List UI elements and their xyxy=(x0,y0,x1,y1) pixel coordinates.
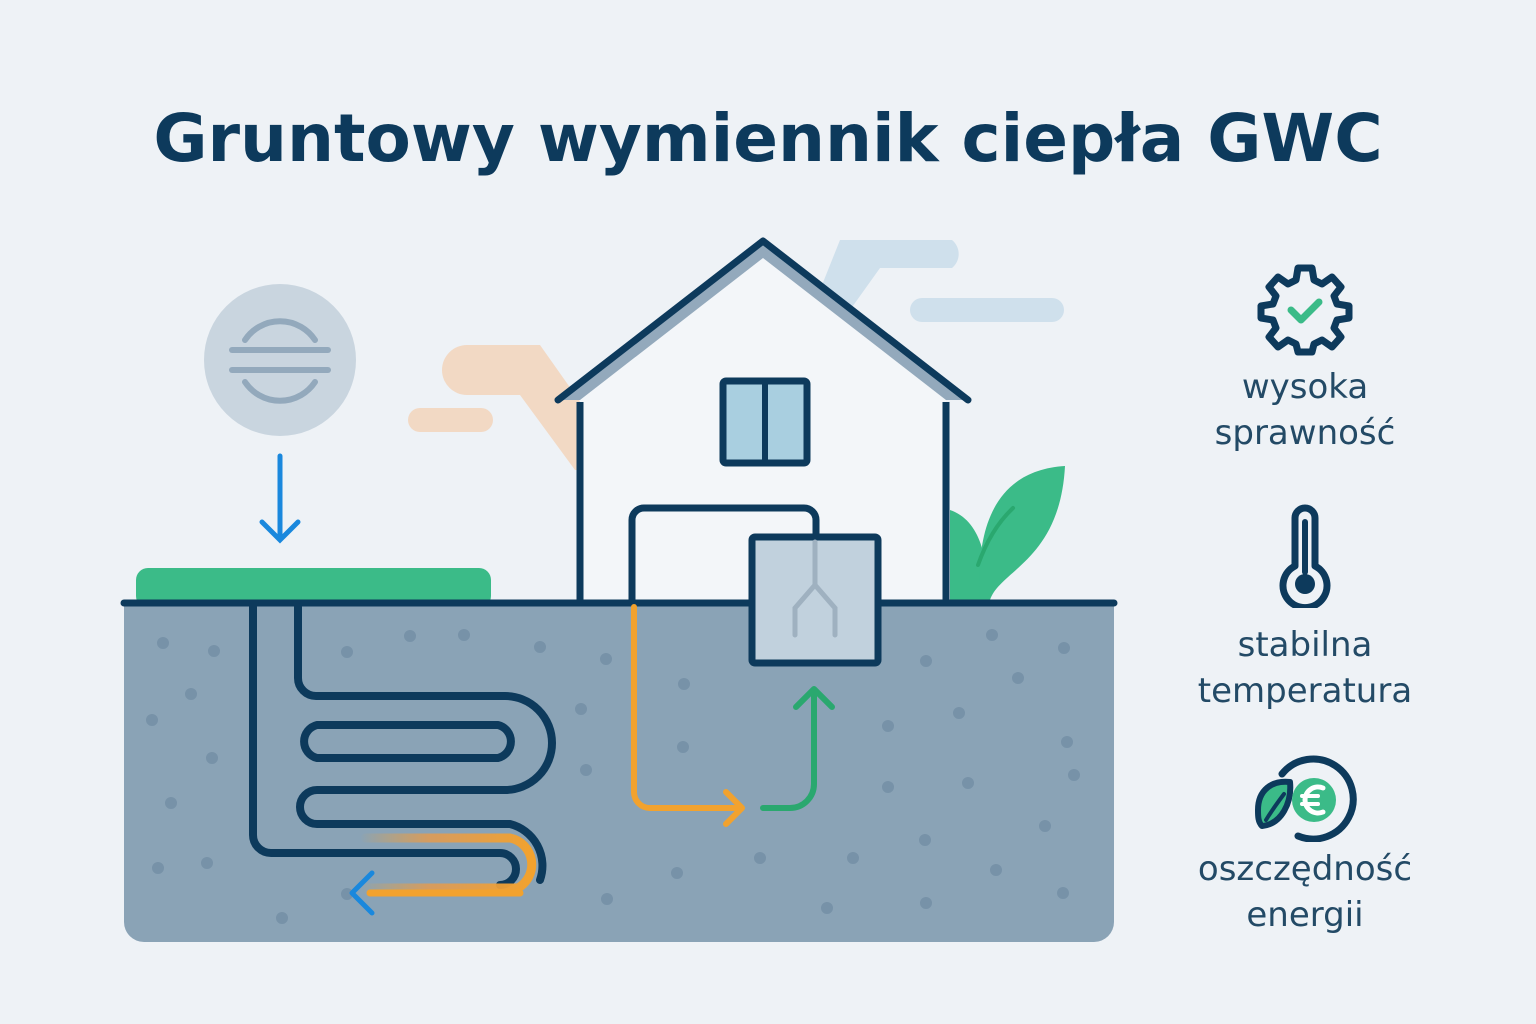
thermometer-icon xyxy=(1279,504,1331,608)
gear-check-icon xyxy=(1257,264,1353,356)
air-intake-icon xyxy=(204,284,356,436)
feature-label-line1: wysoka xyxy=(1241,367,1369,407)
feature-high-efficiency: wysoka sprawność xyxy=(1170,262,1440,456)
soil-block xyxy=(124,604,1114,942)
soil-dots xyxy=(146,629,1080,924)
feature-label-line2: sprawność xyxy=(1214,413,1396,453)
page-title: Gruntowy wymiennik ciepła GWC xyxy=(153,100,1383,177)
euro-leaf-icon xyxy=(1255,755,1357,842)
wind-streaks-right xyxy=(820,240,1064,322)
supply-arrow-icon xyxy=(760,687,817,811)
heated-arrow-icon xyxy=(631,604,743,811)
wind-streaks-left xyxy=(408,345,600,470)
feature-label-line1: oszczędność xyxy=(1197,849,1413,889)
intake-arrow-icon xyxy=(259,453,301,544)
plant-icon xyxy=(950,466,1065,600)
house xyxy=(554,237,972,602)
grass-strip xyxy=(136,568,491,608)
ground-pipe-loop xyxy=(249,603,556,889)
feature-label-line2: temperatura xyxy=(1197,671,1413,711)
feature-energy-savings: oszczędność energii xyxy=(1170,750,1440,938)
feature-label-line1: stabilna xyxy=(1237,625,1373,665)
return-arrow-icon xyxy=(349,870,375,916)
feature-stable-temperature: stabilna temperatura xyxy=(1170,502,1440,714)
warm-pipe-section xyxy=(355,833,537,893)
recuperator-unit xyxy=(748,533,882,667)
feature-label-line2: energii xyxy=(1246,895,1364,935)
